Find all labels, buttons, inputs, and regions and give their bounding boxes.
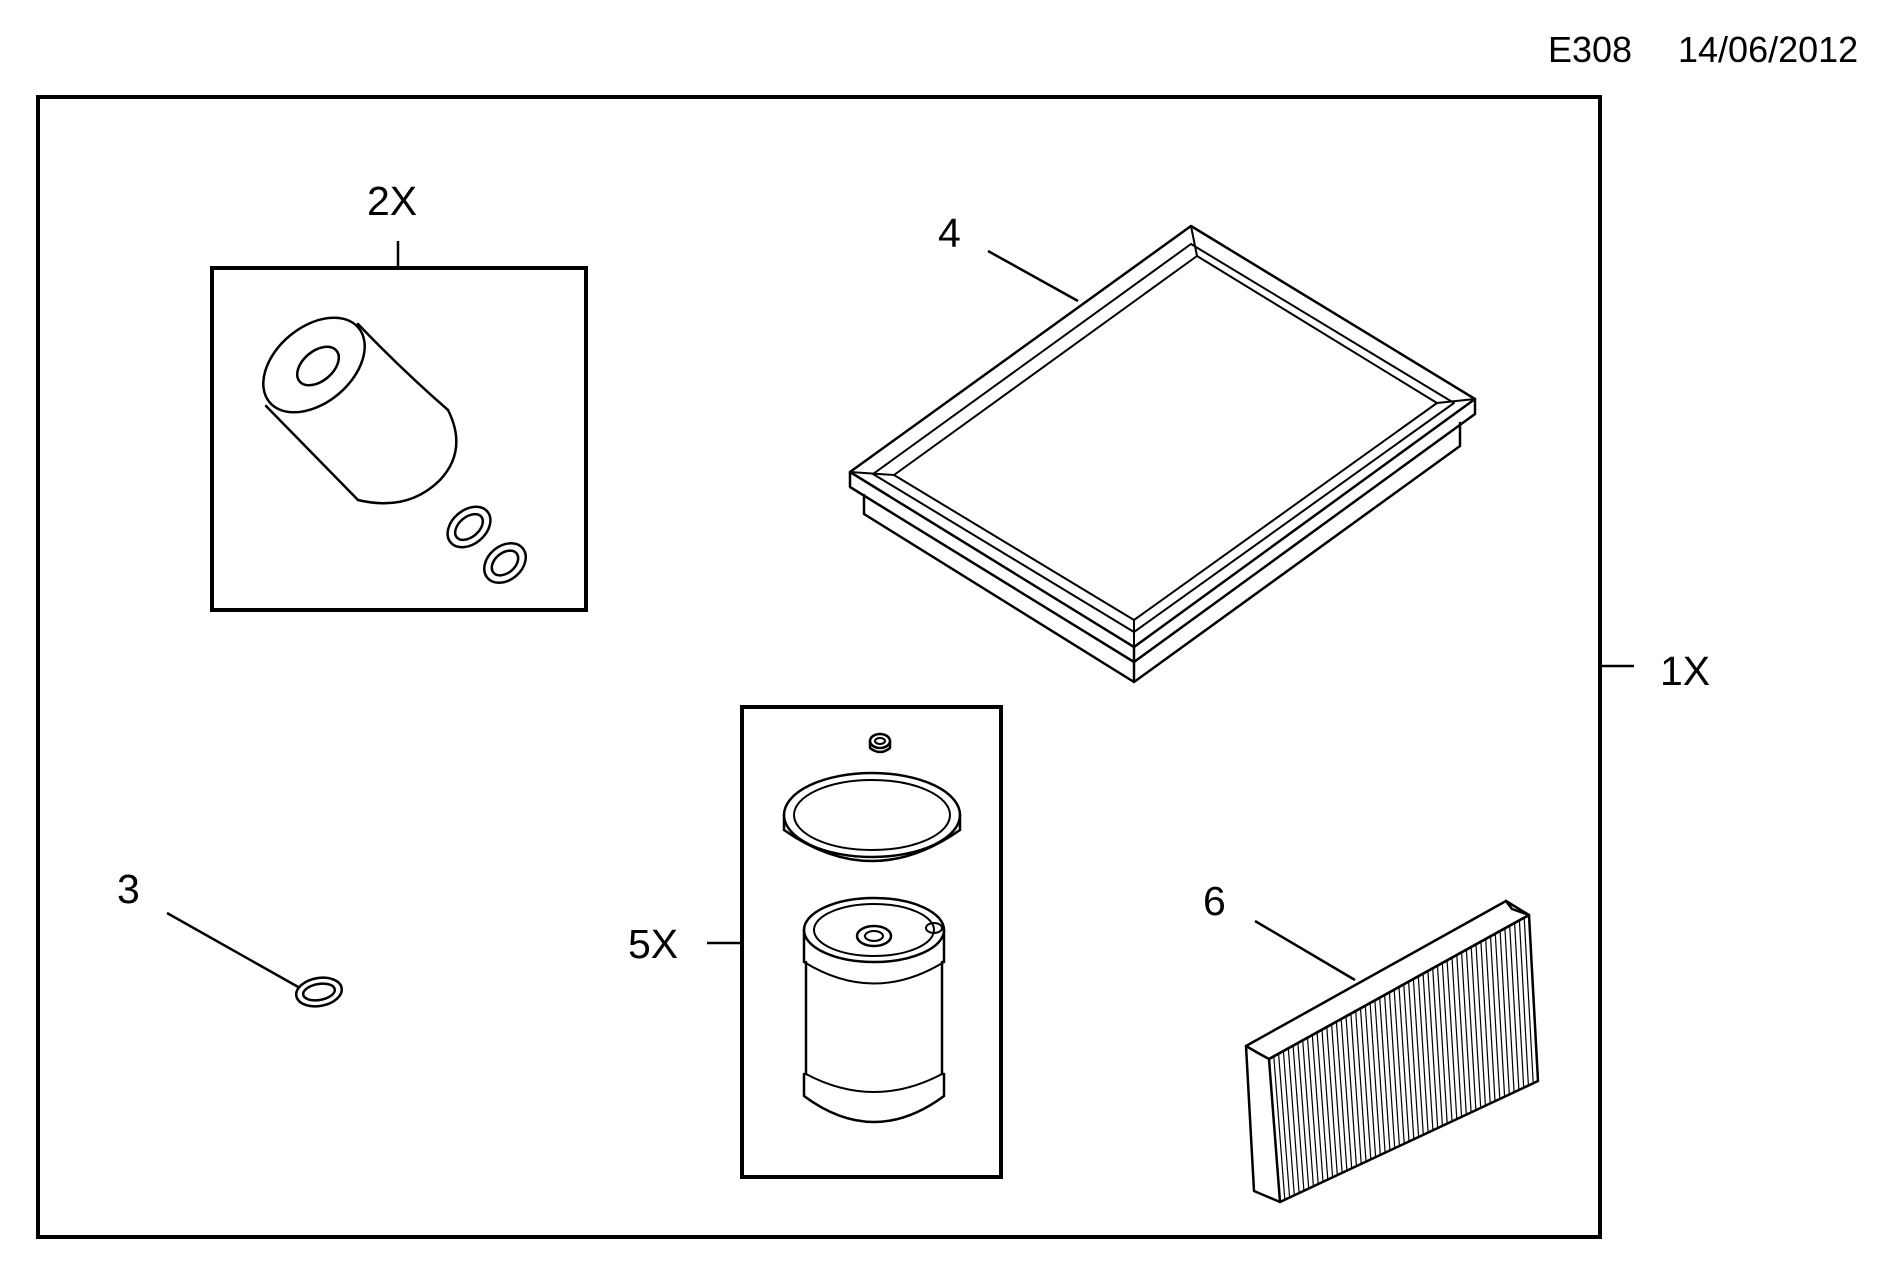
callout-3[interactable]: 3 <box>117 866 140 912</box>
oil-filter-cartridge <box>262 316 458 505</box>
cabin-filter-pleat <box>1465 949 1477 1111</box>
callout-5x[interactable]: 5X <box>628 921 678 967</box>
cabin-filter-pleat <box>1427 970 1439 1129</box>
cabin-filter-pleat <box>1277 1053 1291 1199</box>
oil-filter-kit: 2X <box>210 178 588 612</box>
cabin-filter-pleat <box>1407 981 1420 1138</box>
seal-ring <box>294 976 344 1008</box>
cabin-filter-pleat <box>1350 1013 1362 1165</box>
cabin-filter-pleat <box>1311 1034 1324 1183</box>
cabin-filter-pleat <box>1388 991 1401 1147</box>
cabin-filter-pleat <box>1509 925 1520 1091</box>
seal-leader <box>166 911 301 990</box>
cabin-filter-pleat <box>1302 1039 1315 1187</box>
fuel-filter-small-seal <box>868 732 892 754</box>
diagram-date: 14/06/2012 <box>1678 29 1858 70</box>
cabin-filter-pleat <box>1412 978 1424 1136</box>
cabin-filter-pleat <box>1345 1015 1358 1167</box>
seal-ring-part: 3 <box>117 866 344 1008</box>
cabin-filter-pleat <box>1330 1023 1343 1174</box>
cabin-filter-pleat <box>1326 1026 1338 1176</box>
oil-filter-kit-box <box>210 266 588 612</box>
fuel-filter-kit-box <box>740 705 1003 1179</box>
cabin-filter-pleat <box>1432 967 1444 1127</box>
cabin-filter-pleat <box>1364 1005 1377 1158</box>
cabin-filter-pleat <box>1403 983 1415 1140</box>
cabin-filter-pleat <box>1297 1042 1310 1190</box>
cabin-filter-pleat <box>1335 1021 1348 1172</box>
cabin-filter-pleat <box>1316 1031 1329 1181</box>
cabin-filter-pleat <box>1475 943 1487 1107</box>
callout-6[interactable]: 6 <box>1203 878 1226 924</box>
cabin-filter-pleat <box>1513 922 1525 1089</box>
fuel-filter-large-gasket <box>782 771 962 863</box>
cabin-filter-pleat <box>1504 927 1515 1093</box>
cabin-filter-pleat <box>1393 989 1405 1145</box>
callout-1x[interactable]: 1X <box>1660 648 1710 694</box>
cabin-filter-pleat <box>1321 1029 1334 1179</box>
cabin-filter-pleat <box>1470 946 1482 1109</box>
air-filter-panel <box>848 224 1477 684</box>
cabin-filter-pleat <box>1441 962 1453 1122</box>
cabin-filter-pleat <box>1451 957 1463 1118</box>
cabin-filter-leader <box>1254 919 1356 982</box>
cabin-filter-pleat <box>1422 973 1434 1131</box>
fuel-filter-cartridge <box>802 896 946 1124</box>
callout-4[interactable]: 4 <box>938 210 961 256</box>
cabin-filter-pleat <box>1355 1010 1367 1163</box>
cabin-filter-pleat <box>1379 997 1391 1152</box>
cabin-filter-pleat <box>1417 975 1429 1134</box>
cabin-filter-pleat <box>1518 919 1530 1087</box>
cabin-filter-pleat <box>1273 1055 1286 1201</box>
cabin-filter-pleat <box>1480 941 1491 1105</box>
cabin-filter-pleat <box>1340 1018 1353 1170</box>
cabin-filter-pleat <box>1287 1047 1300 1194</box>
cabin-filter-pleat <box>1485 938 1496 1102</box>
cabin-filter-element <box>1244 899 1540 1204</box>
callout-2x[interactable]: 2X <box>367 178 417 224</box>
cabin-filter-pleat <box>1436 965 1448 1125</box>
oil-filter-o-rings <box>446 505 527 584</box>
cabin-filter-pleat <box>1499 930 1510 1096</box>
air-filter-leader <box>987 249 1079 303</box>
air-filter-part: 4 <box>848 210 1477 684</box>
cabin-filter-pleats <box>1273 917 1534 1201</box>
cabin-filter-pleat <box>1489 935 1501 1100</box>
cabin-filter-pleat <box>1456 954 1467 1116</box>
cabin-filter-pleat <box>1282 1050 1295 1196</box>
cabin-filter-pleat <box>1460 951 1472 1114</box>
cabin-filter-pleat <box>1446 959 1458 1120</box>
cabin-filter-pleat <box>1359 1007 1372 1161</box>
cabin-filter-part: 6 <box>1203 878 1540 1204</box>
cabin-filter-pleat <box>1398 986 1410 1143</box>
cabin-filter-pleat <box>1523 917 1534 1084</box>
cabin-filter-pleat <box>1306 1037 1319 1185</box>
diagram-code: E308 <box>1548 29 1632 70</box>
cabin-filter-pleat <box>1292 1045 1305 1192</box>
cabin-filter-pleat <box>1369 1002 1381 1156</box>
cabin-filter-pleat <box>1374 999 1386 1154</box>
cabin-filter-pleat <box>1383 994 1396 1149</box>
cabin-filter-pleat <box>1494 933 1506 1098</box>
fuel-filter-kit: 5X <box>628 705 1003 1179</box>
